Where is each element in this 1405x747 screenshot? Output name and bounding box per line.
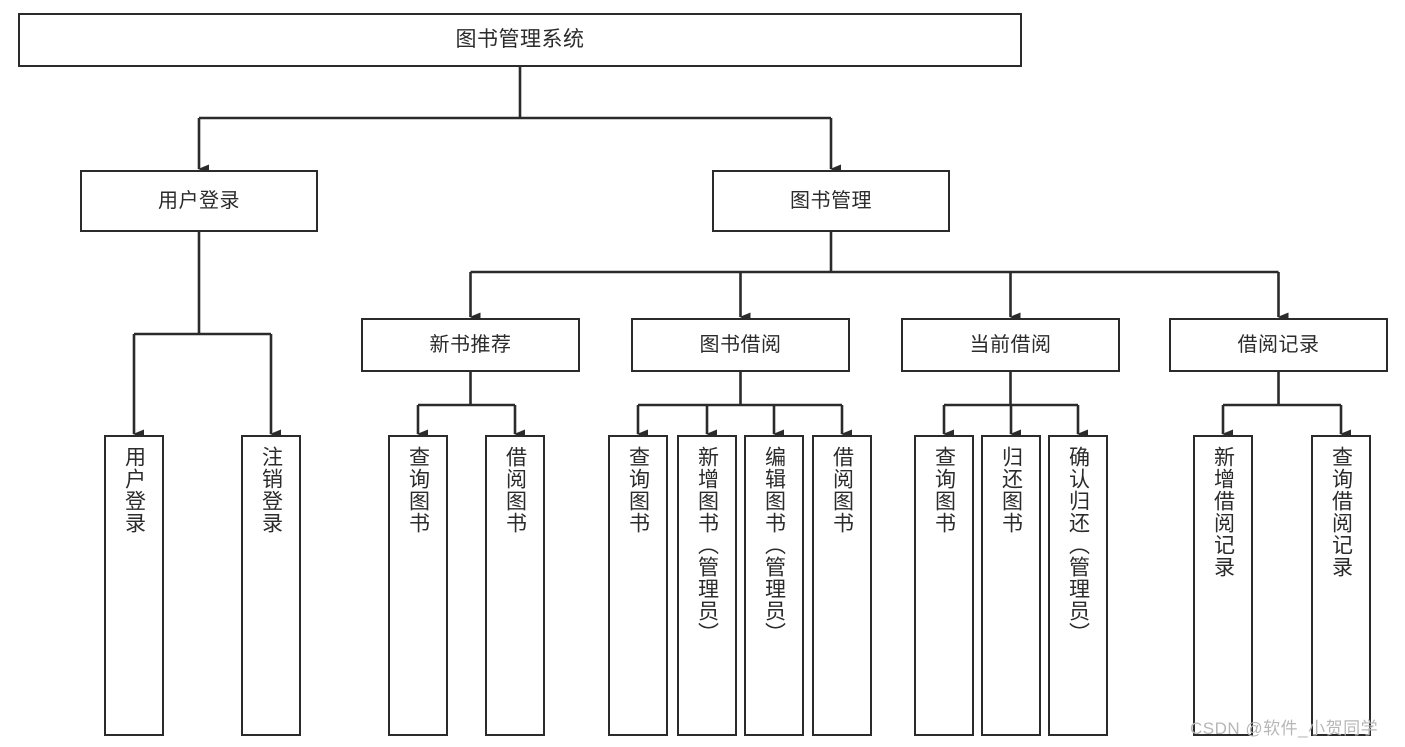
node-l2-new: 新书推荐 — [361, 318, 580, 372]
node-label: 借阅图书 — [503, 446, 527, 534]
node-l2-borrow: 图书借阅 — [631, 318, 850, 372]
node-label: 查询图书 — [932, 446, 956, 534]
node-l3-a1: 用户登录 — [104, 435, 164, 736]
node-l3-c1: 查询图书 — [608, 435, 668, 736]
node-label: 当前借阅 — [969, 333, 1052, 356]
node-l3-d2: 归还图书 — [981, 435, 1041, 736]
node-l2-rec: 借阅记录 — [1169, 318, 1388, 372]
node-label: 编辑图书（管理员） — [762, 446, 786, 644]
node-label: 用户登录 — [122, 446, 146, 534]
node-l3-d3: 确认归还（管理员） — [1048, 435, 1108, 736]
node-label: 用户登录 — [158, 189, 240, 212]
node-label: 图书管理系统 — [455, 28, 585, 52]
node-label: 新增借阅记录 — [1211, 446, 1235, 578]
node-label: 图书管理 — [790, 189, 872, 212]
node-l3-a2: 注销登录 — [241, 435, 301, 736]
node-label: 借阅记录 — [1237, 333, 1320, 356]
node-label: 新增图书（管理员） — [695, 446, 719, 644]
node-label: 查询图书 — [626, 446, 650, 534]
node-l3-c3: 编辑图书（管理员） — [744, 435, 804, 736]
node-l3-e2: 查询借阅记录 — [1311, 435, 1371, 736]
node-label: 查询图书 — [406, 446, 430, 534]
node-l3-e1: 新增借阅记录 — [1193, 435, 1253, 736]
node-l1-user: 用户登录 — [80, 170, 318, 232]
node-l2-cur: 当前借阅 — [901, 318, 1120, 372]
node-l3-d1: 查询图书 — [914, 435, 974, 736]
node-l3-b2: 借阅图书 — [485, 435, 545, 736]
node-label: 新书推荐 — [429, 333, 512, 356]
watermark-text: CSDN @软件_小贺同学 — [1190, 719, 1379, 738]
node-l3-c2: 新增图书（管理员） — [677, 435, 737, 736]
node-l1-book: 图书管理 — [712, 170, 950, 232]
node-label: 注销登录 — [259, 446, 283, 534]
node-l3-b1: 查询图书 — [388, 435, 448, 736]
node-label: 图书借阅 — [699, 333, 782, 356]
node-label: 借阅图书 — [830, 446, 854, 534]
node-label: 确认归还（管理员） — [1066, 446, 1090, 644]
node-label: 归还图书 — [999, 446, 1023, 534]
node-label: 查询借阅记录 — [1329, 446, 1353, 578]
node-l3-c4: 借阅图书 — [812, 435, 872, 736]
node-root: 图书管理系统 — [18, 13, 1022, 67]
